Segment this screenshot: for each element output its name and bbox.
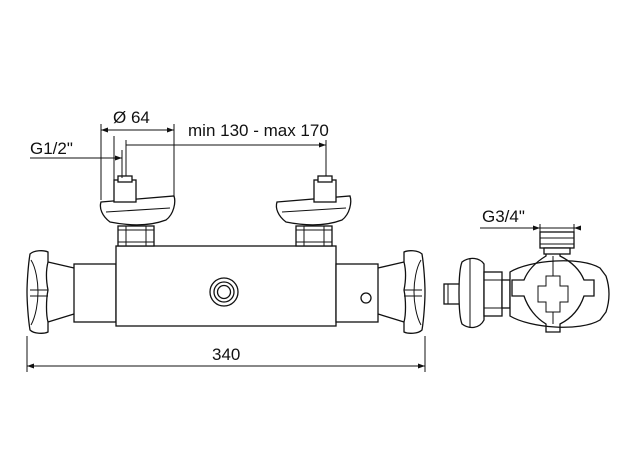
side-hex-nut (483, 271, 503, 317)
outlet-thread-dimension: G3/4" (480, 207, 581, 232)
overall-length-label: 340 (212, 345, 240, 364)
inlet-thread-label: G1/2" (30, 139, 73, 158)
front-view: Ø 64 G1/2" min 130 - max 170 340 (26, 108, 426, 372)
left-end-cap (73, 263, 117, 323)
side-inlet-stub (443, 283, 461, 305)
diameter-label: Ø 64 (113, 108, 150, 127)
cross-handle (511, 247, 595, 333)
overall-length-dimension: 340 (26, 336, 426, 372)
diameter-dimension: Ø 64 (100, 108, 175, 200)
outlet-thread-label: G3/4" (482, 207, 525, 226)
central-outlet (209, 277, 239, 307)
left-lever-handle (26, 250, 75, 334)
left-inlet-fitting (99, 175, 176, 247)
inlet-thread-dimension: G1/2" (30, 136, 123, 180)
right-end-cap (335, 263, 379, 323)
right-inlet-fitting (275, 175, 352, 247)
side-top-connector (539, 231, 575, 249)
side-view: G3/4" (443, 207, 610, 333)
right-lever-handle (377, 250, 426, 334)
indicator-dot (360, 292, 372, 304)
spacing-dimension: min 130 - max 170 (125, 121, 329, 176)
side-lever-profile (458, 257, 485, 329)
spacing-label: min 130 - max 170 (188, 121, 329, 140)
